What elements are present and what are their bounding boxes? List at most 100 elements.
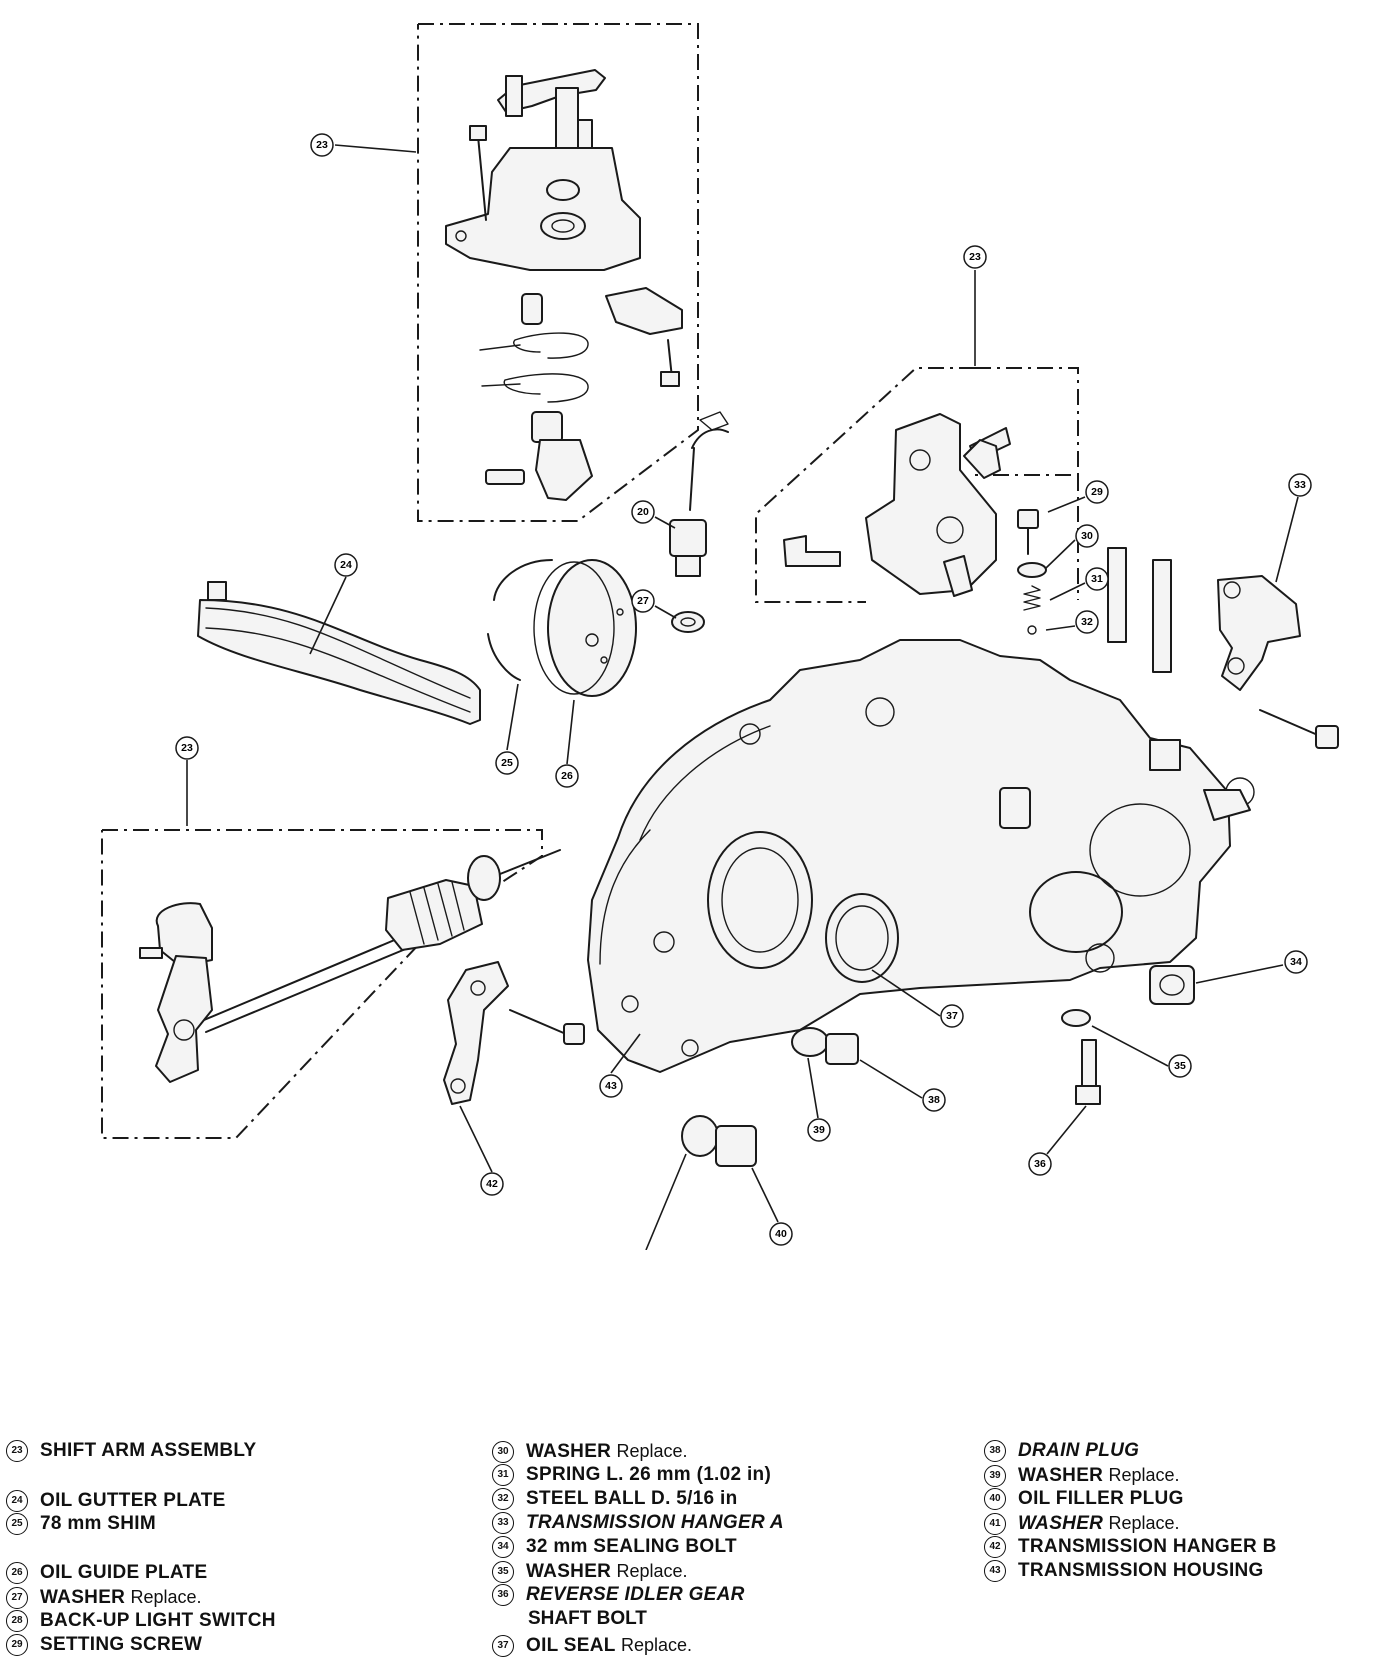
svg-text:35: 35 [1174, 1060, 1186, 1072]
legend-number: 29 [6, 1634, 28, 1656]
shift-arm-assembly-parts-right [783, 413, 1047, 635]
legend-part-name: OIL FILLER PLUG [1018, 1488, 1184, 1510]
callout-38: 38 [922, 1088, 946, 1112]
legend-item: 29 SETTING SCREW [6, 1634, 202, 1656]
callouts: 23 23 24 25 26 20 27 23 29 30 31 32 33 3… [175, 133, 1312, 1246]
legend-number: 24 [6, 1490, 28, 1512]
legend-part-name: WASHER [40, 1587, 126, 1608]
svg-text:23: 23 [969, 251, 981, 263]
callout-30: 30 [1075, 524, 1099, 548]
shim [487, 559, 553, 681]
legend-part-name: WASHER [1018, 1465, 1104, 1486]
legend-part-name: BACK-UP LIGHT SWITCH [40, 1610, 276, 1632]
legend-part-name: TRANSMISSION HANGER B [1018, 1536, 1277, 1558]
svg-text:39: 39 [813, 1124, 825, 1136]
transmission-hanger-b [443, 961, 585, 1105]
legend-part-name: SPRING L. 26 mm (1.02 in) [526, 1464, 772, 1486]
legend-note: Replace. [616, 1561, 688, 1581]
callout-26: 26 [555, 764, 579, 788]
legend-part-name: WASHER [1018, 1513, 1104, 1534]
svg-text:26: 26 [561, 770, 573, 782]
legend-number: 26 [6, 1562, 28, 1584]
callout-29: 29 [1085, 480, 1109, 504]
legend-part-name: SHIFT ARM ASSEMBLY [40, 1440, 257, 1462]
callout-27: 27 [631, 589, 655, 613]
svg-text:31: 31 [1091, 573, 1103, 585]
legend-number: 23 [6, 1440, 28, 1462]
legend-part-name: OIL GUIDE PLATE [40, 1562, 208, 1584]
legend-part-name: SETTING SCREW [40, 1634, 203, 1656]
callout-23-left: 23 [175, 736, 199, 760]
legend-part-name-continued: SHAFT BOLT [528, 1608, 647, 1629]
legend-number: 30 [492, 1440, 514, 1463]
legend-item: 24 OIL GUTTER PLATE [6, 1490, 226, 1512]
legend-part-name: OIL GUTTER PLATE [40, 1490, 226, 1512]
callout-42: 42 [480, 1172, 504, 1196]
svg-text:23: 23 [181, 742, 193, 754]
shift-rod-assembly [139, 849, 561, 1083]
svg-text:32: 32 [1081, 616, 1093, 628]
svg-text:43: 43 [605, 1080, 617, 1092]
svg-text:42: 42 [486, 1178, 498, 1190]
svg-text:38: 38 [928, 1094, 940, 1106]
exploded-view-diagram: 23 23 24 25 26 20 27 23 29 30 31 32 33 3… [101, 23, 1339, 1250]
svg-text:37: 37 [946, 1010, 958, 1022]
transmission-housing [587, 639, 1255, 1073]
legend-number: 36 [492, 1584, 514, 1606]
callout-35: 35 [1168, 1054, 1192, 1078]
callout-23-right: 23 [963, 245, 987, 269]
callout-40: 40 [769, 1222, 793, 1246]
svg-text:27: 27 [637, 595, 649, 607]
oil-gutter-plate [197, 581, 481, 725]
callout-20: 20 [631, 500, 655, 524]
callout-25: 25 [495, 751, 519, 775]
legend-number: 35 [492, 1560, 514, 1583]
legend-part-name: OIL SEAL [526, 1635, 616, 1656]
svg-text:25: 25 [501, 757, 513, 769]
callout-33: 33 [1288, 473, 1312, 497]
legend-item: 40 OIL FILLER PLUG [984, 1488, 1184, 1510]
legend-note: Replace. [616, 1441, 688, 1461]
legend-number: 32 [492, 1488, 514, 1510]
sealing-bolt [1149, 965, 1195, 1005]
callout-43: 43 [599, 1074, 623, 1098]
legend-number: 33 [492, 1512, 514, 1534]
legend-number: 34 [492, 1536, 514, 1558]
svg-text:33: 33 [1294, 479, 1306, 491]
legend-number: 27 [6, 1586, 28, 1609]
legend-note: Replace. [130, 1587, 202, 1607]
callout-23-top: 23 [310, 133, 334, 157]
svg-text:29: 29 [1091, 486, 1103, 498]
transmission-hanger-a [1217, 575, 1339, 749]
oil-filler-plug [681, 1115, 757, 1167]
callout-36: 36 [1028, 1152, 1052, 1176]
svg-text:34: 34 [1290, 956, 1302, 968]
legend-part-name: STEEL BALL D. 5/16 in [526, 1488, 738, 1510]
legend-number: 37 [492, 1634, 514, 1657]
callout-37: 37 [940, 1004, 964, 1028]
legend-item: 26 OIL GUIDE PLATE [6, 1562, 207, 1584]
legend-number: 39 [984, 1464, 1006, 1487]
legend-item: 23 SHIFT ARM ASSEMBLY [6, 1440, 257, 1462]
legend-number: 42 [984, 1536, 1006, 1558]
legend-part-name: 78 mm SHIM [40, 1513, 156, 1535]
legend-number: 40 [984, 1488, 1006, 1510]
leader-lines [186, 144, 1299, 1250]
svg-text:30: 30 [1081, 530, 1093, 542]
legend-item: 42 TRANSMISSION HANGER B [984, 1536, 1277, 1558]
drain-plug [791, 1027, 859, 1065]
callout-31: 31 [1085, 567, 1109, 591]
